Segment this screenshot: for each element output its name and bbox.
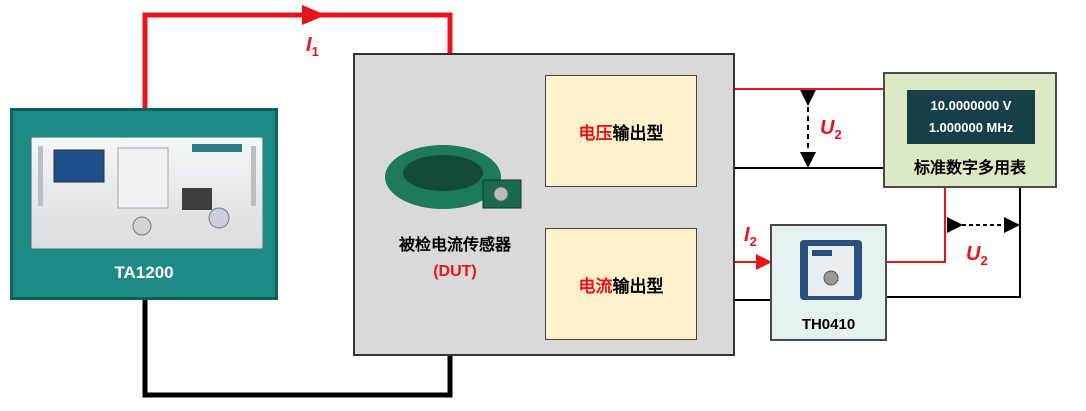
label-u2-voltage: U2 xyxy=(820,117,842,142)
meter-reading-voltage: 10.0000000 V xyxy=(907,95,1035,117)
dut-name: 被检电流传感器 xyxy=(365,233,545,259)
voltage-output-highlight: 电压 xyxy=(579,119,613,144)
ta1200-label: TA1200 xyxy=(13,263,275,283)
current-sensor-ring-icon xyxy=(383,135,523,225)
wire-shunt-high xyxy=(887,188,945,262)
label-i2: I2 xyxy=(744,224,757,249)
ta1200-source: TA1200 xyxy=(10,108,278,300)
shunt-device-icon xyxy=(796,234,866,306)
wire-shunt-low xyxy=(887,188,1020,297)
dut-label: 被检电流传感器 (DUT) xyxy=(365,233,545,285)
voltage-output-box: 电压输出型 xyxy=(545,75,697,187)
th0410-shunt: TH0410 xyxy=(770,224,887,341)
instrument-front-panel-image xyxy=(31,137,263,249)
voltage-output-rest: 输出型 xyxy=(613,119,664,144)
current-output-highlight: 电流 xyxy=(579,272,613,297)
i1-arrow-head xyxy=(302,5,326,25)
instrument-panel-icon xyxy=(32,138,262,248)
meter-reading-frequency: 1.000000 MHz xyxy=(907,117,1035,139)
meter-screen: 10.0000000 V 1.000000 MHz xyxy=(907,90,1035,144)
label-i1: I1 xyxy=(306,34,319,59)
current-output-rest: 输出型 xyxy=(613,272,664,297)
th0410-label: TH0410 xyxy=(772,316,885,333)
digital-multimeter: 10.0000000 V 1.000000 MHz 标准数字多用表 xyxy=(883,72,1057,188)
current-output-box: 电流输出型 xyxy=(545,228,697,340)
meter-label: 标准数字多用表 xyxy=(885,154,1055,178)
dut-tag: (DUT) xyxy=(365,259,545,285)
label-u2-shunt: U2 xyxy=(966,243,988,268)
